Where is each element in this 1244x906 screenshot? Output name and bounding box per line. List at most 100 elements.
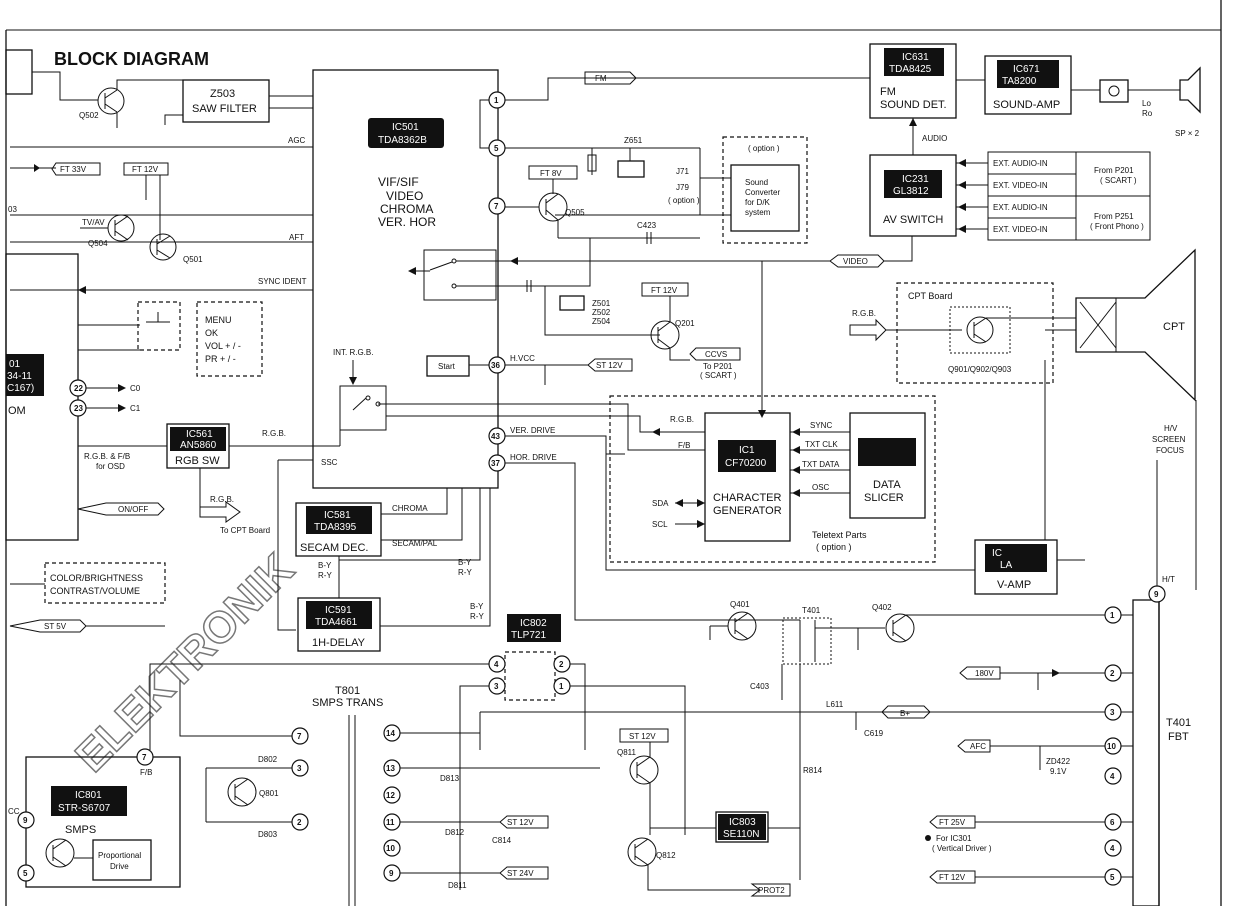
ry-label-c: R-Y <box>470 612 484 621</box>
d803-label: D803 <box>258 830 278 839</box>
ic501-block <box>312 69 499 489</box>
q401-transistor <box>727 611 757 641</box>
speaker-icon <box>1179 66 1201 114</box>
vamp-block <box>974 539 1058 595</box>
svg-text:7: 7 <box>494 202 499 211</box>
c1-label: C1 <box>130 404 141 413</box>
svg-text:4: 4 <box>1110 844 1115 853</box>
int-rgb-label: INT. R.G.B. <box>333 348 373 357</box>
key-vol: VOL + / - <box>205 341 241 351</box>
color-box <box>44 562 166 604</box>
start-box[interactable] <box>426 355 470 377</box>
key-ok: OK <box>205 328 218 338</box>
prop-drive-2: Drive <box>110 862 129 871</box>
speaker-lo: Lo <box>1142 99 1151 108</box>
speaker-ro: Ro <box>1142 109 1153 118</box>
q801-label: Q801 <box>259 789 279 798</box>
micro-controller-block <box>5 253 79 541</box>
q402-label: Q402 <box>872 603 892 612</box>
ic231-block <box>869 154 957 237</box>
option-body-2: Converter <box>745 188 780 197</box>
d811-label: D811 <box>448 881 467 890</box>
sda-label: SDA <box>652 499 669 508</box>
q501-label: Q501 <box>183 255 203 264</box>
c403-label: C403 <box>750 682 770 691</box>
ic581-func: SECAM DEC. <box>300 542 368 554</box>
int-rgb-switch <box>339 385 387 431</box>
z504-label: Z504 <box>592 317 611 326</box>
z651 <box>617 160 645 178</box>
ic301-note-1: For IC301 <box>936 834 972 843</box>
aft-label: AFT <box>289 233 304 242</box>
ft12c-tag <box>929 870 976 884</box>
ic591-block <box>297 597 381 652</box>
sync-label: SYNC <box>810 421 832 430</box>
ic591-id: IC591 <box>325 605 352 616</box>
data-slicer-1: DATA <box>873 479 901 491</box>
keys-box <box>196 301 263 377</box>
svg-text:22: 22 <box>74 384 83 393</box>
ic671-id: IC671 <box>1013 64 1040 75</box>
st12b-label: ST 12V <box>507 818 534 827</box>
hvcc-label: H.VCC <box>510 354 535 363</box>
ext-row-2: EXT. VIDEO-IN <box>993 181 1048 190</box>
txt-data-label: TXT DATA <box>802 460 840 469</box>
cc-label: CC <box>8 807 20 816</box>
t801-func: SMPS TRANS <box>312 697 383 709</box>
rgb-label-b: R.G.B. <box>210 495 234 504</box>
svg-text:2: 2 <box>1110 669 1115 678</box>
ic671-chip-badge <box>997 60 1059 88</box>
st24-tag <box>499 866 549 880</box>
q505-transistor <box>538 192 568 222</box>
ic581-part: TDA8395 <box>314 522 357 533</box>
svg-text:1: 1 <box>494 96 499 105</box>
zd422-value: 9.1V <box>1050 767 1067 776</box>
rgb-label-c: R.G.B. <box>670 415 694 424</box>
ic671-block <box>984 55 1072 115</box>
svg-text:10: 10 <box>386 844 395 853</box>
secam-pal-label: SECAM/PAL <box>392 539 438 548</box>
vamp-func: V-AMP <box>997 579 1031 591</box>
ft25-tag <box>929 815 976 829</box>
from-p251-2: ( Front Phono ) <box>1090 222 1144 231</box>
ic501-func-3: CHROMA <box>380 202 433 216</box>
prop-drive-1: Proportional <box>98 851 141 860</box>
ic631-func-2: SOUND DET. <box>880 99 947 111</box>
svg-text:9: 9 <box>389 869 394 878</box>
svg-text:3: 3 <box>1110 708 1115 717</box>
q801-transistor <box>227 777 257 807</box>
ic802-id: IC802 <box>520 618 547 629</box>
ic1-id: IC1 <box>739 445 755 456</box>
svg-text:5: 5 <box>494 144 499 153</box>
ic802-block <box>504 651 556 701</box>
ic501-func-2: VIDEO <box>386 189 423 203</box>
st5-label: ST 5V <box>44 622 67 631</box>
t401-fbt-id: T401 <box>1166 717 1191 729</box>
onoff-label: ON/OFF <box>118 505 148 514</box>
q812-transistor <box>627 837 657 867</box>
ft25-label: FT 25V <box>939 818 966 827</box>
q201-transistor <box>650 320 680 350</box>
svg-text:7: 7 <box>142 753 147 762</box>
rgb-label-a: R.G.B. <box>262 429 286 438</box>
t401-top-label: T401 <box>802 606 821 615</box>
onoff-tag <box>77 502 165 516</box>
ic801-id: IC801 <box>75 790 102 801</box>
ic631-chip-badge <box>884 48 944 76</box>
proportional-drive-block <box>92 839 152 881</box>
ft12a-label: FT 12V <box>132 165 159 174</box>
from-p251-1: From P251 <box>1094 212 1134 221</box>
ic231-chip-badge <box>884 170 942 198</box>
key-pr: PR + / - <box>205 354 236 364</box>
svg-text:6: 6 <box>1110 818 1115 827</box>
from-p201-1: From P201 <box>1094 166 1134 175</box>
sound-converter-block <box>730 164 800 232</box>
ext-row-4: EXT. VIDEO-IN <box>993 225 1048 234</box>
st12a-tag <box>587 358 633 372</box>
q401-label: Q401 <box>730 600 750 609</box>
ic671-func: SOUND-AMP <box>993 99 1060 111</box>
zd422-label: ZD422 <box>1046 757 1071 766</box>
ic801-fb-label: F/B <box>140 768 152 777</box>
svg-text:10: 10 <box>1107 742 1116 751</box>
q502-transistor <box>97 87 125 115</box>
